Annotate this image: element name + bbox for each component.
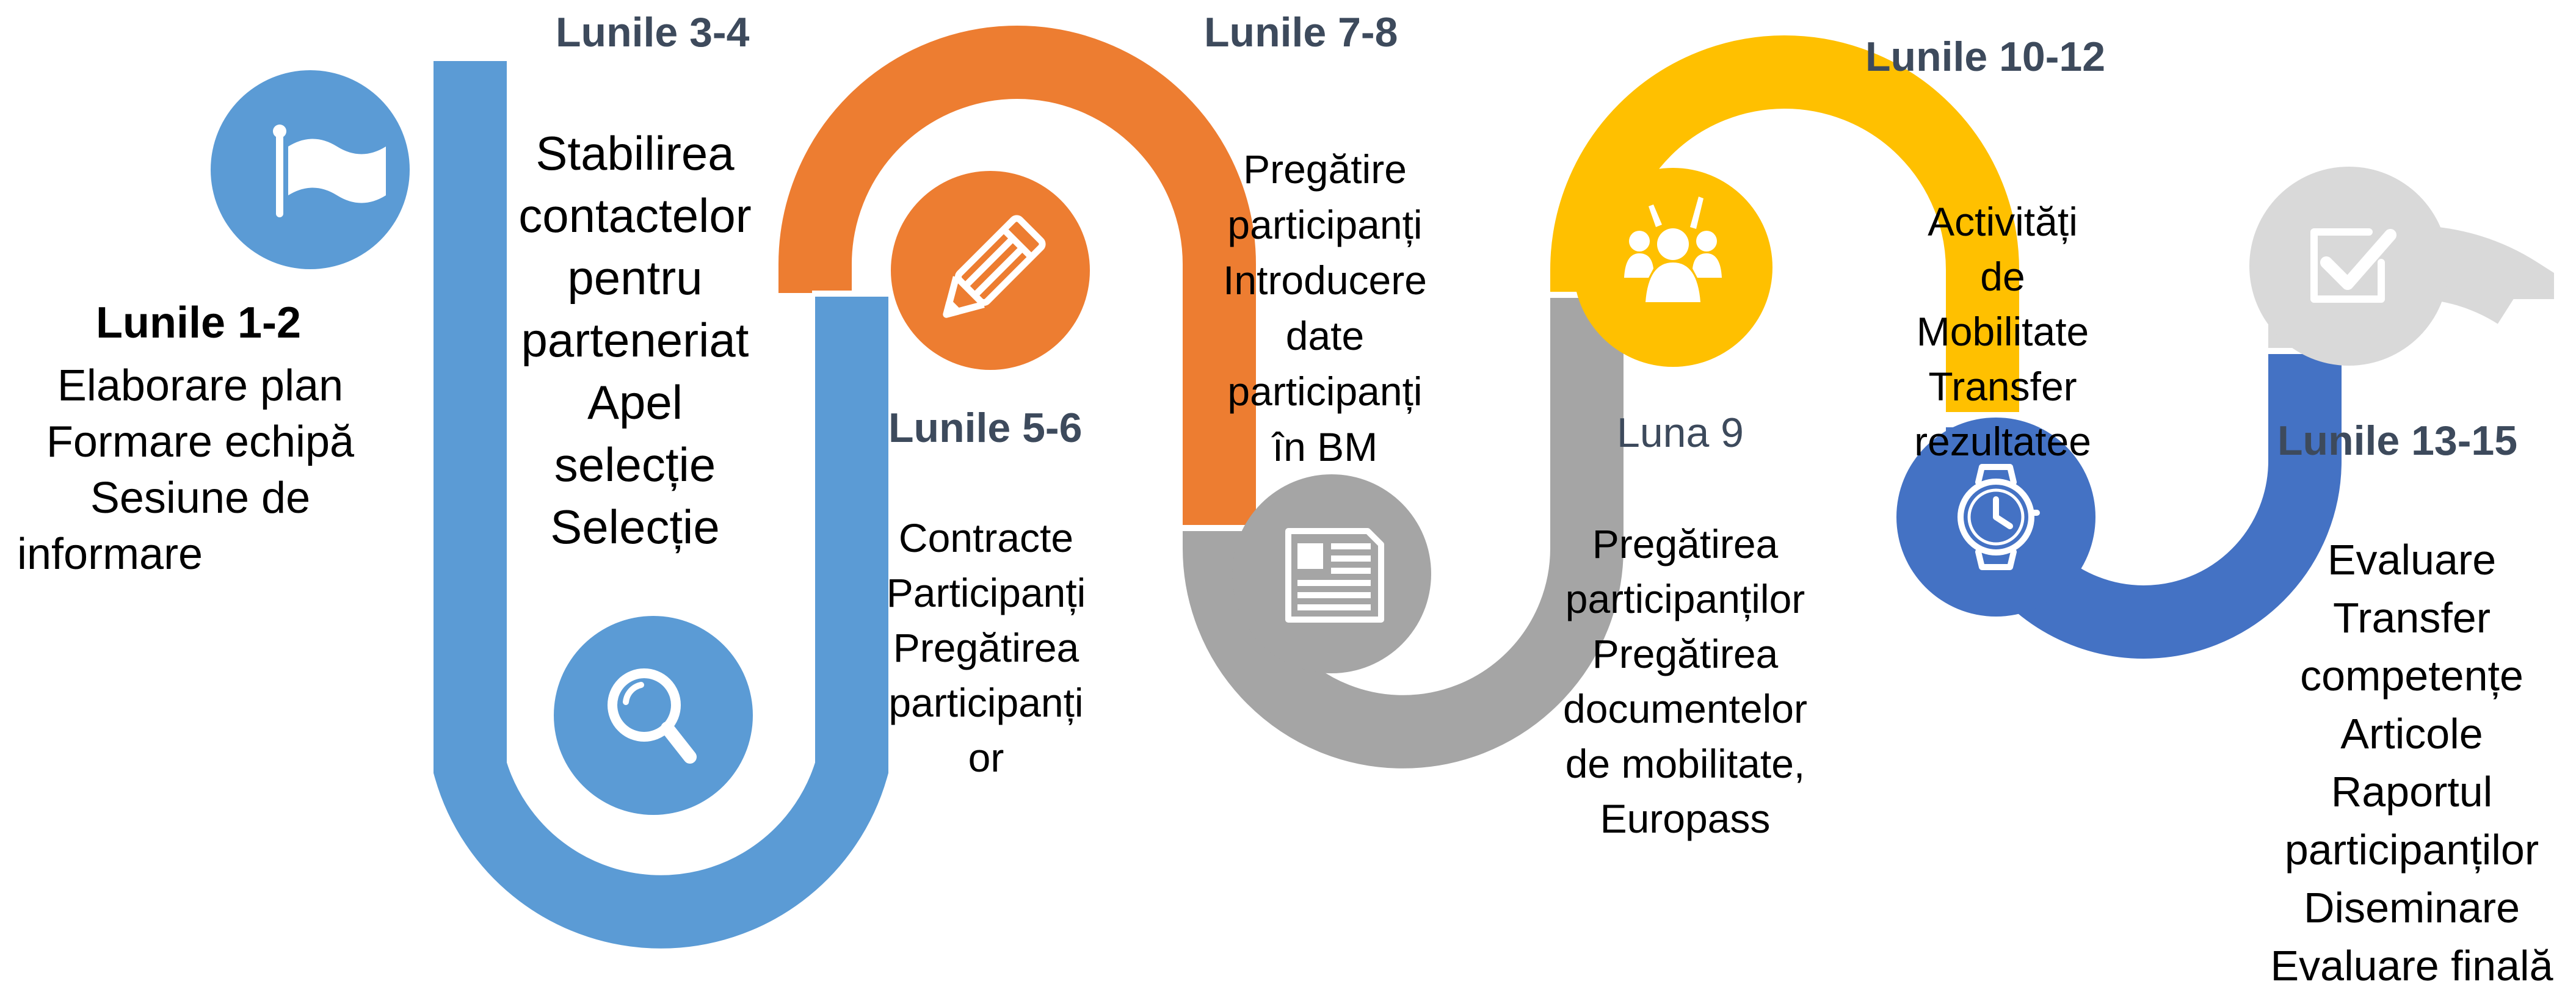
stage-2-item: Apel bbox=[587, 375, 683, 429]
stage-1-item: Elaborare plan bbox=[57, 361, 344, 410]
stage-3-item: Pregătirea bbox=[893, 625, 1079, 670]
road-segment-yellow bbox=[1550, 35, 2019, 412]
stage-1-marker bbox=[211, 70, 410, 269]
stage-7-item: participanților bbox=[2284, 826, 2539, 874]
stage-3-item: Participanți bbox=[886, 570, 1086, 615]
stage-4-item: date bbox=[1285, 313, 1365, 358]
stage-5-item: documentelor bbox=[1563, 686, 1807, 731]
stage-4-marker bbox=[1232, 474, 1431, 673]
stage-heading-6: Lunile 10-12 bbox=[1865, 34, 2106, 80]
stage-items-1: Elaborare plan Formare echipă Sesiune de… bbox=[17, 358, 383, 582]
stage-2-item: Selecție bbox=[550, 500, 720, 554]
stage-7-item: Evaluare finală bbox=[2270, 942, 2553, 990]
stage-items-2: Stabilirea contactelor pentru parteneria… bbox=[501, 122, 769, 558]
stage-heading-2: Lunile 3-4 bbox=[556, 9, 750, 56]
stage-2-item: Stabilirea bbox=[535, 126, 735, 180]
stage-heading-5: Luna 9 bbox=[1617, 410, 1744, 456]
stage-items-6: Activități de Mobilitate Transfer rezult… bbox=[1881, 194, 2125, 469]
stage-2-item: parteneriat bbox=[521, 313, 749, 367]
stage-items-4: Pregătire participanți Introducere date … bbox=[1197, 142, 1453, 475]
stage-6-item: rezultatee bbox=[1914, 419, 2091, 464]
timeline-road bbox=[434, 26, 2554, 949]
stage-5-item: de mobilitate, bbox=[1565, 741, 1805, 786]
stage-3-item: participanți bbox=[888, 680, 1084, 725]
stage-7-item: Diseminare bbox=[2304, 884, 2520, 932]
stage-5-item: Pregătirea bbox=[1592, 631, 1779, 676]
road-segment-blue bbox=[434, 61, 888, 949]
watch-icon bbox=[1957, 464, 2040, 570]
stage-1-item: Sesiune de bbox=[90, 474, 311, 523]
stage-4-item: Introducere bbox=[1223, 258, 1427, 303]
stage-7-item: Raportul bbox=[2331, 768, 2493, 816]
stage-5-item: Europass bbox=[1600, 796, 1771, 841]
stage-6-item: Mobilitate bbox=[1916, 309, 2089, 354]
stage-6-item: Activități bbox=[1928, 199, 2078, 244]
stage-7-marker bbox=[2249, 167, 2448, 366]
stage-items-5: Pregătirea participanților Pregătirea do… bbox=[1526, 516, 1844, 846]
stage-5-item: participanților bbox=[1565, 576, 1805, 621]
pencil-icon bbox=[943, 215, 1046, 318]
stage-1-item: Formare echipă bbox=[46, 418, 355, 466]
road-segment-orange bbox=[778, 26, 1256, 528]
checkbox-icon bbox=[2310, 228, 2396, 303]
stage-3-item: Contracte bbox=[898, 515, 1074, 560]
newspaper-icon bbox=[1285, 528, 1384, 623]
stage-5-marker bbox=[1573, 168, 1772, 367]
stage-1-item: informare bbox=[17, 530, 203, 579]
stage-4-item: Pregătire bbox=[1243, 147, 1407, 192]
stage-2-item: selecție bbox=[554, 438, 716, 491]
stage-6-marker bbox=[1896, 418, 2095, 617]
stage-heading-7: Lunile 13-15 bbox=[2277, 418, 2518, 464]
stage-7-item: Evaluare bbox=[2327, 536, 2497, 584]
stage-heading-1: Lunile 1-2 bbox=[96, 298, 302, 347]
stage-items-3: Contracte Participanți Pregătirea partic… bbox=[864, 510, 1108, 785]
stage-2-item: contactelor bbox=[518, 189, 752, 242]
stage-7-item: Articole bbox=[2340, 710, 2483, 758]
stage-2-item: pentru bbox=[567, 251, 703, 305]
stage-4-item: participanți bbox=[1227, 369, 1423, 414]
road-segment-gray bbox=[1183, 295, 1624, 769]
flag-icon bbox=[273, 125, 386, 217]
stage-6-item: de bbox=[1980, 254, 2025, 299]
stage-7-item: Transfer bbox=[2332, 594, 2491, 642]
stage-3-item: or bbox=[968, 735, 1004, 780]
magnifier-icon bbox=[608, 668, 697, 764]
cheering-people-icon bbox=[1624, 197, 1722, 302]
stage-4-item: în BM bbox=[1272, 424, 1378, 469]
stage-4-item: participanți bbox=[1227, 202, 1423, 247]
stage-heading-3: Lunile 5-6 bbox=[888, 405, 1083, 451]
stage-2-marker bbox=[554, 616, 753, 815]
stage-3-marker bbox=[891, 171, 1090, 370]
stage-heading-4: Lunile 7-8 bbox=[1204, 9, 1398, 56]
stage-items-7: Evaluare Transfer competențe Articole Ra… bbox=[2259, 531, 2564, 995]
stage-5-item: Pregătirea bbox=[1592, 521, 1779, 566]
stage-7-item: competențe bbox=[2300, 652, 2523, 700]
stage-6-item: Transfer bbox=[1928, 364, 2077, 409]
